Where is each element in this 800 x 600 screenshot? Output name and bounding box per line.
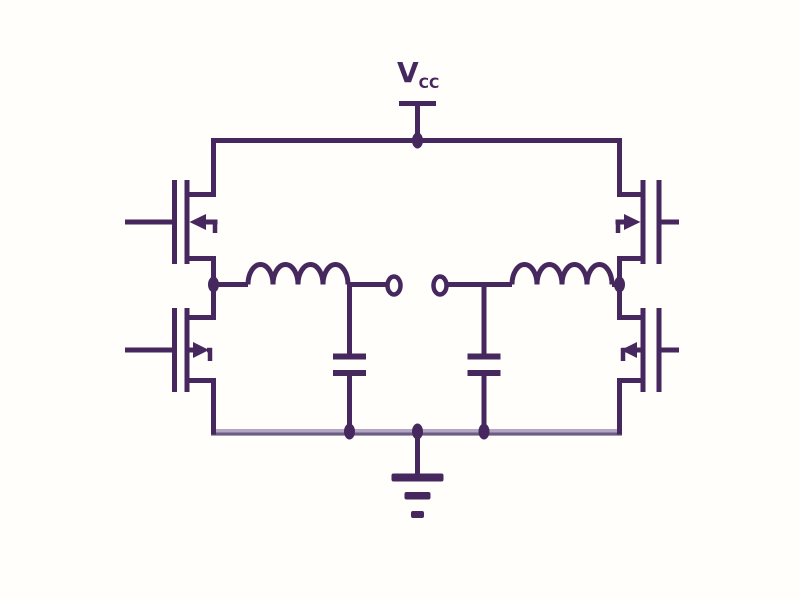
- output-terminal-left: [385, 274, 403, 297]
- vcc-label-subscript: CC: [419, 76, 440, 92]
- inductor-left: [245, 262, 351, 285]
- mosfet-high-side-left: [125, 180, 218, 264]
- output-filter-left: [213, 262, 403, 433]
- body-arrow-icon: [193, 342, 209, 358]
- junction-dot-bottom-left: [344, 423, 355, 440]
- junction-dot-bottom-right: [478, 423, 490, 440]
- junction-dot-vcc: [412, 132, 423, 149]
- inductor-right: [509, 262, 615, 285]
- output-filter-right: [431, 262, 620, 433]
- ground-bar-short: [411, 511, 424, 518]
- junction-dot-right-node: [614, 276, 625, 293]
- ground-symbol: [391, 431, 444, 518]
- vcc-label: VCC: [397, 56, 439, 92]
- junction-dot-left-node: [208, 276, 219, 293]
- mosfet-low-side-left: [125, 308, 216, 392]
- mosfet-high-side-right: [615, 180, 679, 264]
- ground-bar-long: [391, 473, 444, 482]
- vcc-supply-node: VCC: [397, 56, 439, 141]
- body-arrow-icon: [621, 342, 637, 358]
- vcc-label-main: V: [397, 56, 419, 89]
- body-arrow-icon: [189, 214, 206, 230]
- ground-bar-medium: [404, 492, 431, 500]
- junction-dot-bottom-center: [412, 423, 423, 440]
- body-arrow-icon: [624, 214, 641, 230]
- output-terminal-right: [431, 274, 449, 297]
- junction-dots: [208, 132, 625, 440]
- mosfet-low-side-right: [617, 308, 679, 392]
